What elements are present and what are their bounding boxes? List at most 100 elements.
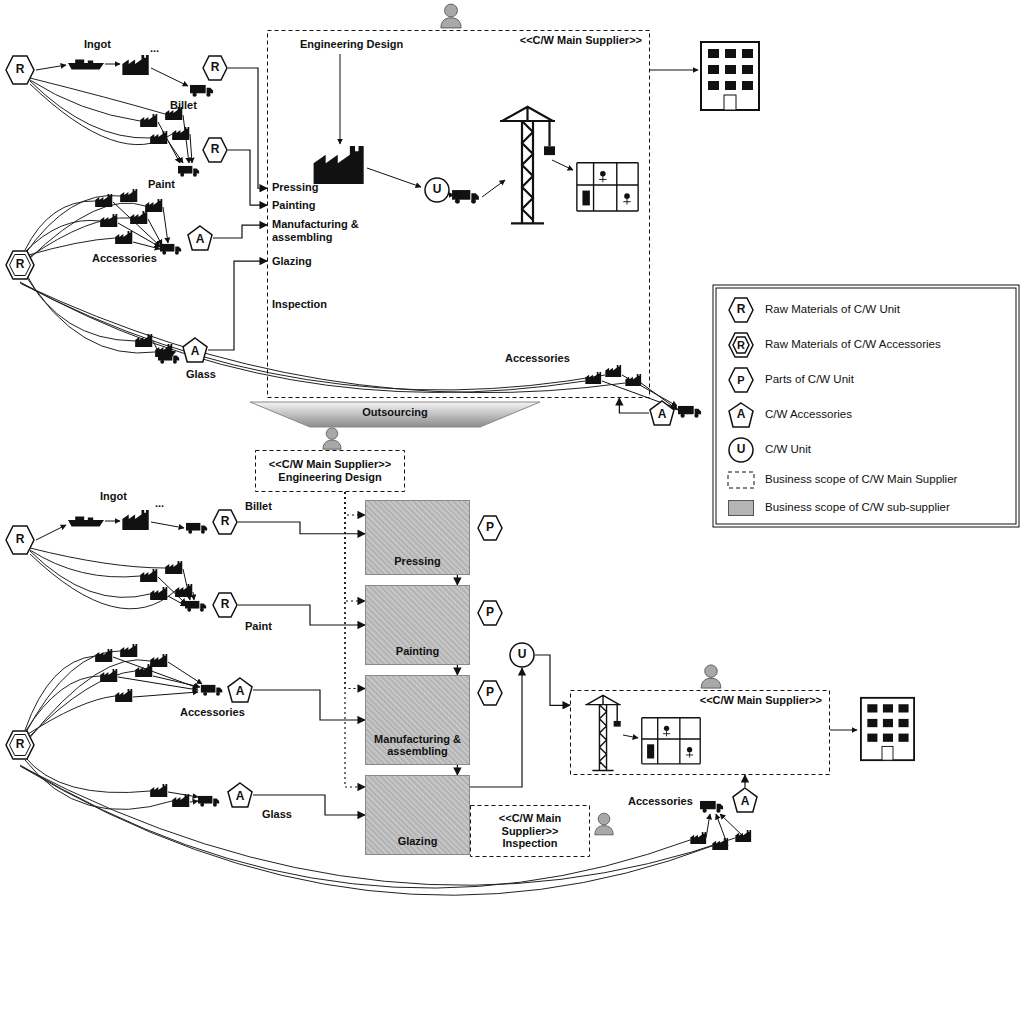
flow-connector <box>345 492 365 787</box>
raw-material-accessory: R <box>5 250 35 280</box>
main-supplier-scope: <<C/W Main Supplier>>U <box>267 30 650 398</box>
node-outline <box>10 255 31 276</box>
factory-icons <box>150 131 167 144</box>
accessory-symbol: A <box>182 337 208 363</box>
transition-label: Outsourcing <box>362 406 427 419</box>
legend-frame <box>716 288 1016 524</box>
ship-icons <box>68 60 104 70</box>
factory-icons <box>95 649 112 662</box>
node-outline <box>571 691 830 775</box>
site-illustration <box>500 107 555 224</box>
supply-curves <box>20 766 712 895</box>
material-label: Glass <box>262 808 292 821</box>
ship-icons <box>68 60 104 527</box>
process-label: Inspection <box>502 837 557 850</box>
raw-material-unit: R <box>202 137 228 163</box>
flow-connector <box>457 765 458 775</box>
flow-connector <box>228 150 267 205</box>
flow-connector <box>345 492 365 689</box>
factory-icons <box>690 832 706 844</box>
symbol-letter: U <box>433 183 442 197</box>
site-illustration <box>577 163 638 211</box>
supplier-person-icons <box>701 665 721 688</box>
flow-arrows <box>36 525 66 540</box>
symbol-letter: R <box>221 598 230 612</box>
symbol-letter: A <box>658 408 667 422</box>
flow-arrows <box>168 792 198 797</box>
legend-text: C/W Accessories <box>765 408 852 420</box>
node-outline <box>478 681 502 705</box>
factory-icons <box>120 189 137 202</box>
supply-curves <box>25 696 115 736</box>
supply-curves <box>28 660 150 740</box>
symbol-letter: R <box>16 533 25 547</box>
node-outline <box>733 788 757 812</box>
factory-icons <box>140 114 157 127</box>
supply-curves <box>20 765 690 888</box>
flow-arrows <box>552 160 573 170</box>
flow-connector <box>228 68 267 188</box>
legend-symbols <box>729 333 753 357</box>
supply-curves <box>30 80 140 121</box>
part-symbol: P <box>477 515 503 541</box>
supply-curves <box>25 757 150 793</box>
raw-material-unit: R <box>5 55 35 85</box>
symbol-letter: R <box>221 515 230 529</box>
symbol-letter: U <box>518 648 527 662</box>
supply-curves <box>30 84 172 145</box>
legend-entry: Business scope of C/W Main Supplier <box>728 472 1013 488</box>
flow-connector <box>345 492 365 515</box>
flow-arrows <box>105 521 120 522</box>
outsourcing-band <box>250 402 540 427</box>
flow-arrows <box>830 730 857 731</box>
material-label: ... <box>150 42 159 55</box>
site-illustration <box>642 718 700 764</box>
node-outline <box>203 138 227 162</box>
process-label: Engineering Design <box>278 471 381 484</box>
unit-symbol: U <box>509 642 535 668</box>
scope-heading: <<C/W Main Supplier>> <box>269 458 391 471</box>
factory-icons <box>100 669 117 682</box>
symbol-letter: P <box>486 521 494 535</box>
flow-connector <box>619 398 649 413</box>
legend-entry: Parts of C/W Unit <box>728 372 1013 388</box>
truck-icons <box>158 85 723 813</box>
legend-symbols <box>728 298 754 488</box>
legend-text: Business scope of C/W Main Supplier <box>765 473 957 485</box>
main-supplier-scope: <<C/W Main Supplier>> <box>570 690 830 775</box>
legend-symbol-letter: A <box>737 408 746 422</box>
flow-arrows <box>482 180 505 197</box>
supply-curves <box>30 554 175 609</box>
flow-connector <box>535 655 570 705</box>
supply-curves <box>28 203 145 260</box>
symbol-letter: A <box>196 233 205 247</box>
process-label: Painting <box>396 645 439 658</box>
material-label: Paint <box>245 620 272 633</box>
node-outline <box>213 510 237 534</box>
material-label: Accessories <box>180 706 245 719</box>
symbol-letter: A <box>236 685 245 699</box>
flow-connector <box>470 668 522 787</box>
legend-text: Raw Materials of C/W Accessories <box>765 338 941 350</box>
factory-icons <box>100 214 117 227</box>
material-label: Accessories <box>628 795 693 808</box>
node-outline <box>6 731 34 759</box>
material-label: Ingot <box>100 490 127 503</box>
flow-arrows <box>190 801 198 802</box>
factory-icons <box>115 231 132 244</box>
ship-icons <box>68 517 104 527</box>
sub-supplier-box: Glazing <box>365 775 470 855</box>
node-outline <box>188 226 212 250</box>
site-illustration <box>701 42 759 110</box>
node-outline <box>478 601 502 625</box>
supplier-person-icons <box>441 4 461 28</box>
factory-icons <box>95 55 751 850</box>
supply-curves <box>25 760 172 809</box>
flow-arrows <box>190 134 192 163</box>
legend-symbols <box>729 438 753 462</box>
legend-symbols <box>728 472 754 488</box>
supply-curves <box>30 550 140 577</box>
symbol-letter: A <box>191 345 200 359</box>
flow-connector <box>345 492 365 601</box>
